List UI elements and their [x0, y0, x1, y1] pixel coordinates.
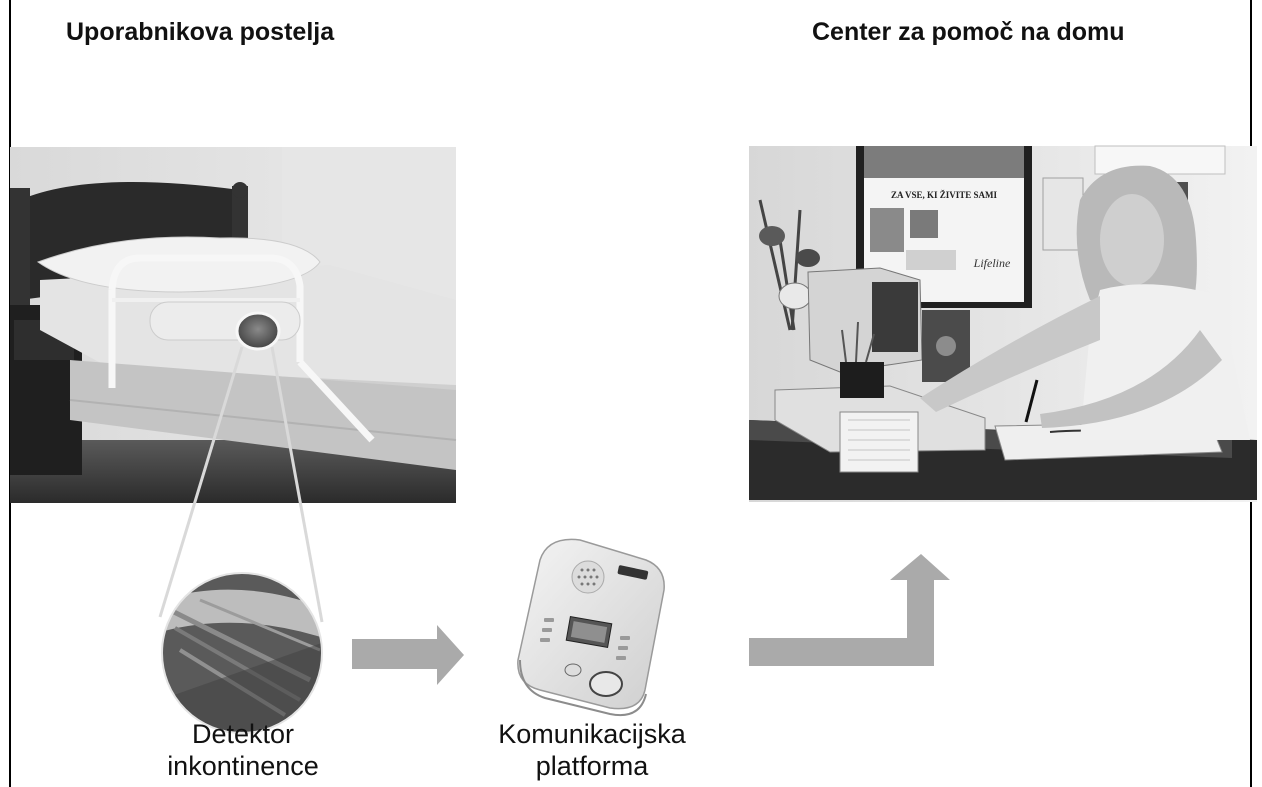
detector-caption-line1: Detektor [191, 719, 295, 749]
platform-caption-line2: platforma [535, 751, 649, 781]
arrow-platform-to-center [749, 554, 950, 666]
incontinence-detector-image [161, 572, 323, 734]
zoom-line-right [270, 346, 324, 623]
communication-platform-device [517, 538, 665, 716]
zoom-line-left [158, 346, 244, 618]
platform-caption-line1: Komunikacijska [498, 719, 686, 749]
bed-photo [10, 147, 457, 503]
poster-logo: Lifeline [973, 256, 1011, 270]
platform-caption: Komunikacijska platforma [462, 718, 722, 782]
care-center-photo: ZA VSE, KI ŽIVITE SAMI Lifeline [749, 145, 1257, 502]
bed-heading: Uporabnikova postelja [66, 18, 335, 46]
detector-caption-line2: inkontinence [167, 751, 319, 781]
detector-caption: Detektor inkontinence [128, 718, 358, 782]
arrow-detector-to-platform [352, 625, 464, 685]
care-center-heading: Center za pomoč na domu [812, 18, 1125, 46]
poster-headline: ZA VSE, KI ŽIVITE SAMI [891, 190, 998, 200]
